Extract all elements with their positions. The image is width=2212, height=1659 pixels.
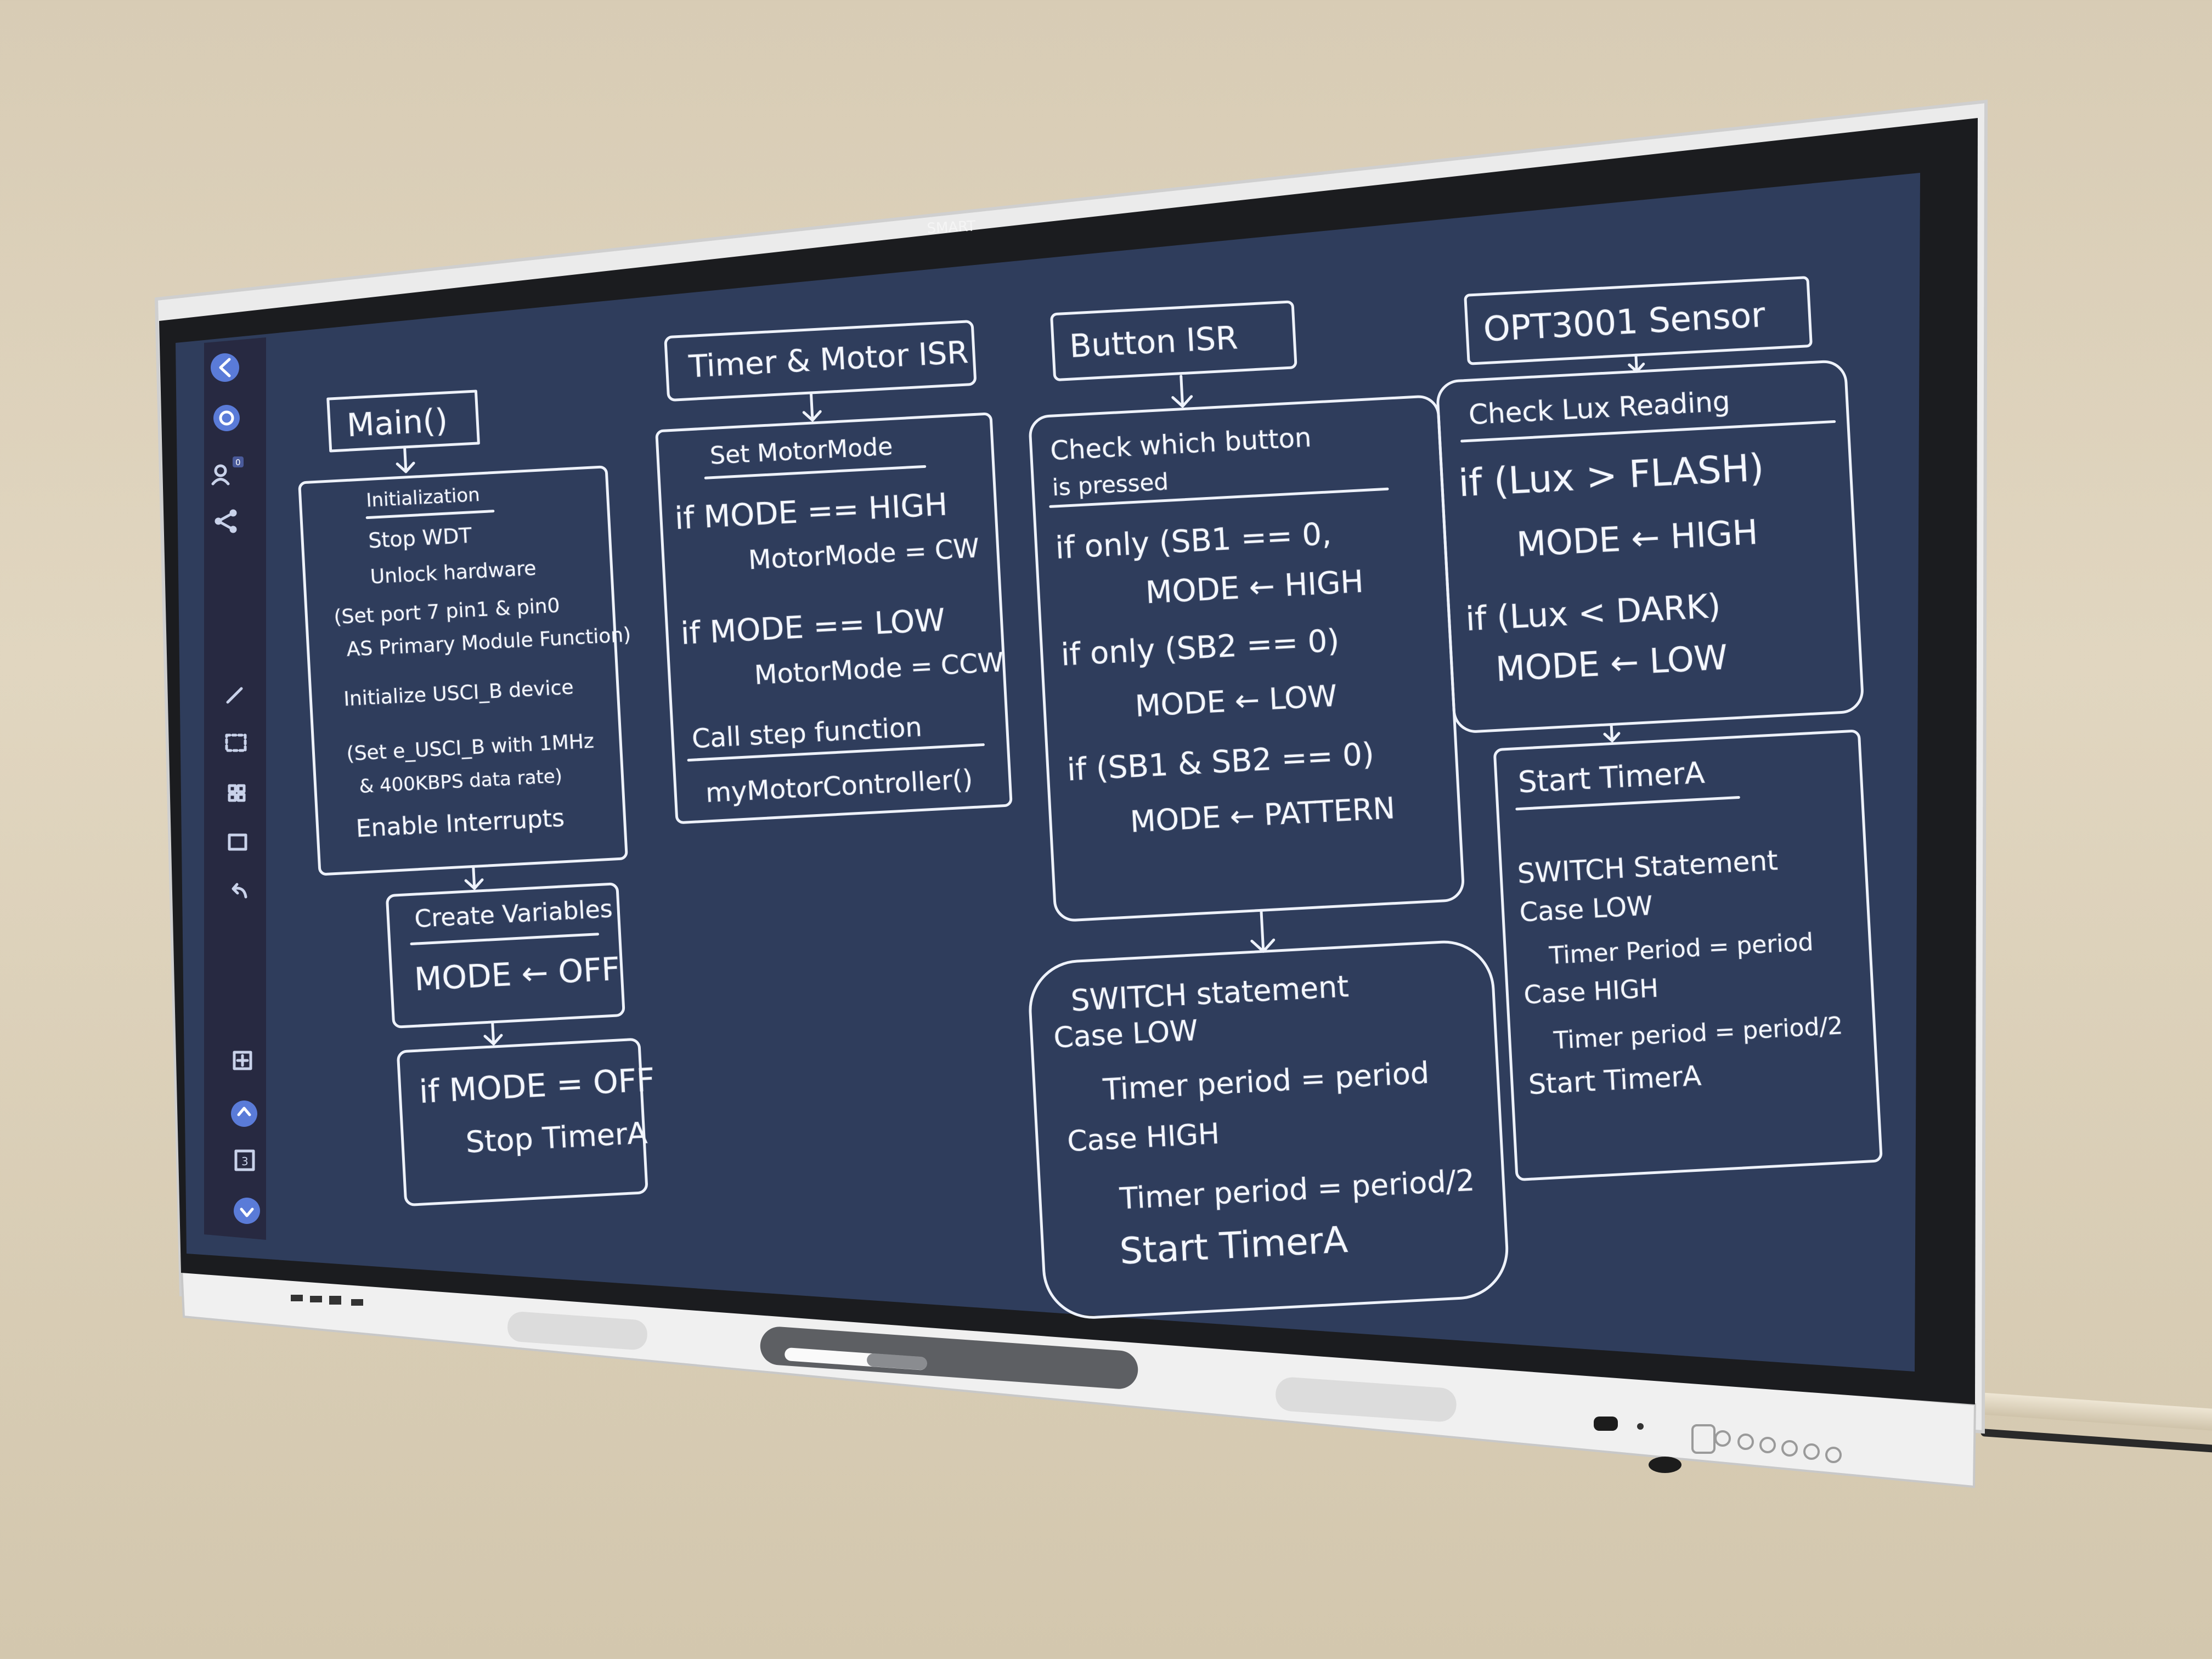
undo-icon	[232, 883, 247, 899]
brand-logo: SMART	[927, 218, 976, 237]
speaker-grille-right	[1276, 1377, 1457, 1422]
pen-icon	[226, 687, 243, 704]
widgets-button[interactable]	[228, 784, 246, 802]
io-ports[interactable]	[291, 1295, 363, 1306]
main-title: Main()	[346, 402, 449, 444]
sensor-title-box	[1464, 276, 1813, 365]
add-page-button[interactable]	[233, 1051, 252, 1070]
previous-page-button[interactable]	[231, 1101, 257, 1127]
image-icon	[228, 833, 247, 851]
share-icon	[215, 509, 237, 533]
speaker-grille-left	[507, 1312, 647, 1350]
timer-line-2: Case LOW	[1519, 890, 1654, 928]
button-switch-2: Case LOW	[1053, 1014, 1199, 1055]
insert-image-button[interactable]	[228, 833, 247, 851]
lux-reading-box	[1436, 360, 1864, 733]
chevron-left-icon	[219, 358, 231, 377]
next-page-button[interactable]	[234, 1198, 260, 1224]
undo-button[interactable]	[232, 883, 247, 899]
motor-mode-box	[655, 413, 1013, 824]
page-number: 3	[241, 1155, 249, 1168]
button-heading-2: is pressed	[1052, 468, 1169, 501]
init-line-1: Stop WDT	[368, 523, 472, 553]
users-icon	[214, 464, 227, 477]
grid-icon	[228, 784, 246, 802]
arrow-down-icon	[240, 1207, 254, 1217]
share-button[interactable]	[215, 509, 237, 533]
create-variables-box	[386, 882, 625, 1029]
mode-check-box	[397, 1038, 648, 1206]
pages-icon	[234, 1149, 255, 1171]
back-button[interactable]	[211, 353, 239, 382]
front-control-buttons[interactable]	[1594, 1417, 1842, 1463]
select-icon	[225, 733, 247, 752]
button-switch-box	[1029, 940, 1509, 1319]
arrow-up-icon	[237, 1107, 251, 1116]
rear-cable-connector	[1649, 1457, 1681, 1473]
start-timer-box	[1493, 730, 1883, 1181]
pen-tool-button[interactable]	[226, 687, 243, 704]
plus-icon	[233, 1051, 252, 1070]
pen-tray	[760, 1327, 1138, 1389]
stylus-pen-tip	[867, 1353, 927, 1370]
timer-line-4: Case HIGH	[1523, 973, 1659, 1010]
participants-button[interactable]: 0	[211, 456, 244, 486]
button-isr-title-box	[1050, 300, 1297, 381]
timer-isr-title-box	[664, 320, 977, 402]
select-tool-button[interactable]	[225, 733, 247, 752]
page-count-button[interactable]: 3	[234, 1149, 255, 1171]
sync-icon	[219, 410, 234, 426]
participants-badge: 0	[235, 458, 241, 467]
connect-button[interactable]	[213, 405, 240, 431]
